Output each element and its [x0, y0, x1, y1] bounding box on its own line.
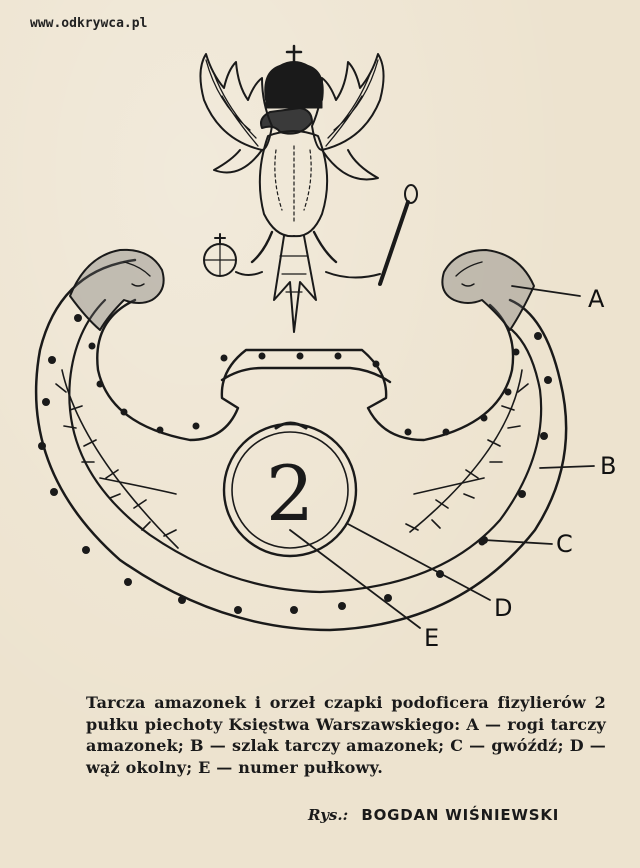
label-d: D — [494, 594, 512, 622]
label-b: B — [600, 452, 616, 480]
sceptre-icon — [325, 184, 418, 286]
label-c: C — [556, 530, 573, 558]
nail-studs — [38, 314, 552, 614]
regiment-number: 2 — [266, 449, 314, 538]
leader-lines — [289, 285, 595, 629]
figure-caption: Tarcza amazonek i orzeł czapki podoficer… — [86, 693, 606, 777]
orb-icon — [203, 233, 263, 277]
serpent-ring — [222, 421, 358, 558]
right-lion-head — [441, 249, 535, 331]
credit-author: BOGDAN WIŚNIEWSKI — [361, 806, 560, 824]
left-lion-head — [69, 248, 165, 331]
left-laurel — [55, 369, 179, 549]
illustration-credit: Rys.: BOGDAN WIŚNIEWSKI — [308, 806, 559, 824]
label-e: E — [424, 624, 439, 652]
crown-icon — [264, 44, 324, 109]
right-laurel — [405, 369, 529, 533]
eagle-emblem — [199, 44, 418, 333]
amazon-shield — [34, 248, 568, 632]
watermark: www.odkrywca.pl — [30, 16, 148, 31]
label-a: A — [588, 285, 605, 313]
credit-prefix: Rys.: — [308, 806, 349, 824]
